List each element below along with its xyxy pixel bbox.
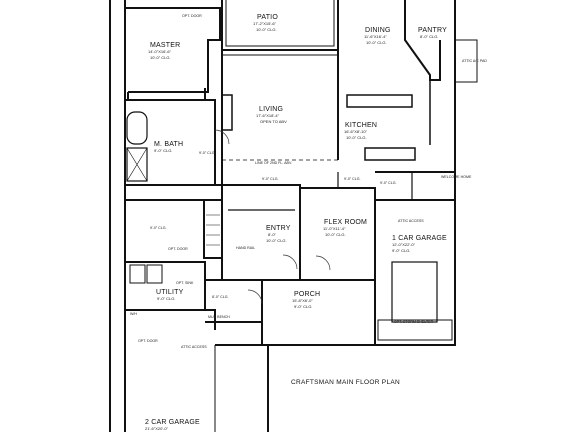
note-opt-storm-shelter: OPT. STORM SHELTER bbox=[394, 320, 434, 324]
room-label-flex: FLEX ROOM bbox=[324, 219, 368, 226]
ac-pad bbox=[454, 39, 478, 83]
room-label-pantry: PANTRY bbox=[418, 27, 447, 34]
dim-living: 17'-6"X18'-4" bbox=[256, 113, 280, 118]
dim-kitchen: 16'-6"X8'-10" bbox=[344, 129, 368, 134]
note-opt-door-top: OPT. DOOR bbox=[182, 14, 202, 18]
note-attic-access-bot: ATTIC ACCESS bbox=[181, 345, 207, 349]
room-label-mbath: M. BATH bbox=[154, 141, 184, 148]
room-label-garage1: 1 CAR GARAGE bbox=[392, 235, 447, 242]
note-attic-access-top: ATTIC ACCESS bbox=[398, 219, 424, 223]
room-label-kitchen: KITCHEN bbox=[345, 122, 378, 129]
room-label-utility: UTILITY bbox=[156, 289, 184, 296]
kitchen-island bbox=[346, 94, 413, 108]
master-wall bbox=[125, 7, 221, 93]
note-welcome-home: WELCOME HOME bbox=[441, 175, 472, 179]
clg-master: 10'-0" CLG. bbox=[150, 55, 171, 60]
dim-garage2: 21'-6"X20'-0" bbox=[145, 426, 169, 431]
door-swing bbox=[315, 255, 331, 271]
room-label-garage2: 2 CAR GARAGE bbox=[145, 419, 200, 426]
note-mud-bench: MUD BENCH bbox=[208, 315, 230, 319]
clg-entry: 10'-0" CLG. bbox=[266, 238, 287, 243]
room-label-porch: PORCH bbox=[294, 291, 321, 298]
note-clg-9c: 9'-0" CLG. bbox=[344, 177, 361, 181]
fireplace bbox=[222, 94, 233, 131]
door-swing bbox=[214, 129, 230, 145]
washer bbox=[129, 264, 146, 284]
patio-wall bbox=[225, 0, 335, 47]
note-clg-9e: 9'-0" CLG. bbox=[150, 226, 167, 230]
note-second-floor: LINE OF 2ND FL. ABV. bbox=[255, 161, 293, 165]
patio-wall bbox=[221, 0, 339, 51]
room-label-living: LIVING bbox=[259, 106, 284, 113]
note-opt-door-mid: OPT. DOOR bbox=[168, 247, 188, 251]
shower-x bbox=[126, 147, 148, 182]
dim-flex: 11'-0"X11'-4" bbox=[323, 226, 346, 231]
clg-utility: 9'-0" CLG. bbox=[157, 296, 176, 301]
dim-garage1: 12'-0"X22'-0" bbox=[392, 242, 416, 247]
garage2-wall bbox=[125, 309, 216, 330]
stair-wall bbox=[203, 200, 222, 259]
plan-title: CRAFTSMAN MAIN FLOOR PLAN bbox=[291, 379, 400, 386]
clg-kitchen: 10'-0" CLG. bbox=[346, 135, 367, 140]
dim-entry: 8'-0" bbox=[268, 232, 276, 237]
pantry-wall bbox=[404, 0, 441, 81]
note-clg-8: 8'-0" CLG. bbox=[212, 295, 229, 299]
mbath-wall bbox=[125, 99, 216, 186]
note-opt-sink: OPT. SINK bbox=[176, 281, 194, 285]
note-opt-door-bot: OPT. DOOR bbox=[138, 339, 158, 343]
clg-patio: 10'-0" CLG. bbox=[256, 27, 277, 32]
room-label-dining: DINING bbox=[365, 27, 391, 34]
dim-porch: 15'-8"X6'-0" bbox=[292, 298, 313, 303]
utility-wall bbox=[125, 261, 206, 311]
room-label-patio: PATIO bbox=[257, 14, 278, 21]
room-label-master: MASTER bbox=[150, 42, 181, 49]
clg-garage1: 9'-0" CLG. bbox=[392, 248, 411, 253]
garage1-door bbox=[391, 261, 438, 323]
dim-master: 14'-0"X16'-6" bbox=[148, 49, 172, 54]
room-label-entry: ENTRY bbox=[266, 225, 291, 232]
garage2-wall bbox=[215, 344, 269, 432]
clg-pantry: 8'-0" CLG. bbox=[420, 34, 439, 39]
note-clg-9: 9'-0" CLG. bbox=[199, 151, 216, 155]
note-hand-rail: HAND RAIL bbox=[236, 246, 256, 250]
dryer bbox=[146, 264, 163, 284]
kitchen-counter bbox=[364, 147, 416, 161]
note-clg-9d: 9'-0" CLG. bbox=[380, 181, 397, 185]
storm-shelter bbox=[377, 319, 453, 341]
clg-dining: 10'-0" CLG. bbox=[366, 40, 387, 45]
porch-wall bbox=[261, 279, 376, 346]
shower bbox=[126, 147, 148, 182]
dim-dining: 11'-6"X16'-4" bbox=[364, 34, 387, 39]
dim-patio: 17'-2"X15'-6" bbox=[253, 21, 277, 26]
door-swing bbox=[282, 254, 298, 270]
note-wh: W/H bbox=[130, 312, 137, 316]
exterior-wall bbox=[375, 190, 456, 346]
door-swing bbox=[247, 289, 263, 305]
stairs bbox=[206, 214, 220, 246]
clg-porch: 9'-0" CLG. bbox=[294, 304, 313, 309]
master-wall bbox=[127, 88, 206, 101]
note-clg-9b: 9'-0" CLG. bbox=[262, 177, 279, 181]
clg-mbath: 9'-0" CLG. bbox=[154, 148, 173, 153]
clg-flex: 10'-0" CLG. bbox=[325, 232, 346, 237]
bathtub bbox=[126, 111, 148, 145]
note-living: OPEN TO ABV bbox=[260, 119, 287, 124]
note-ac-pad: ATTIC A/C PAD bbox=[462, 59, 488, 63]
